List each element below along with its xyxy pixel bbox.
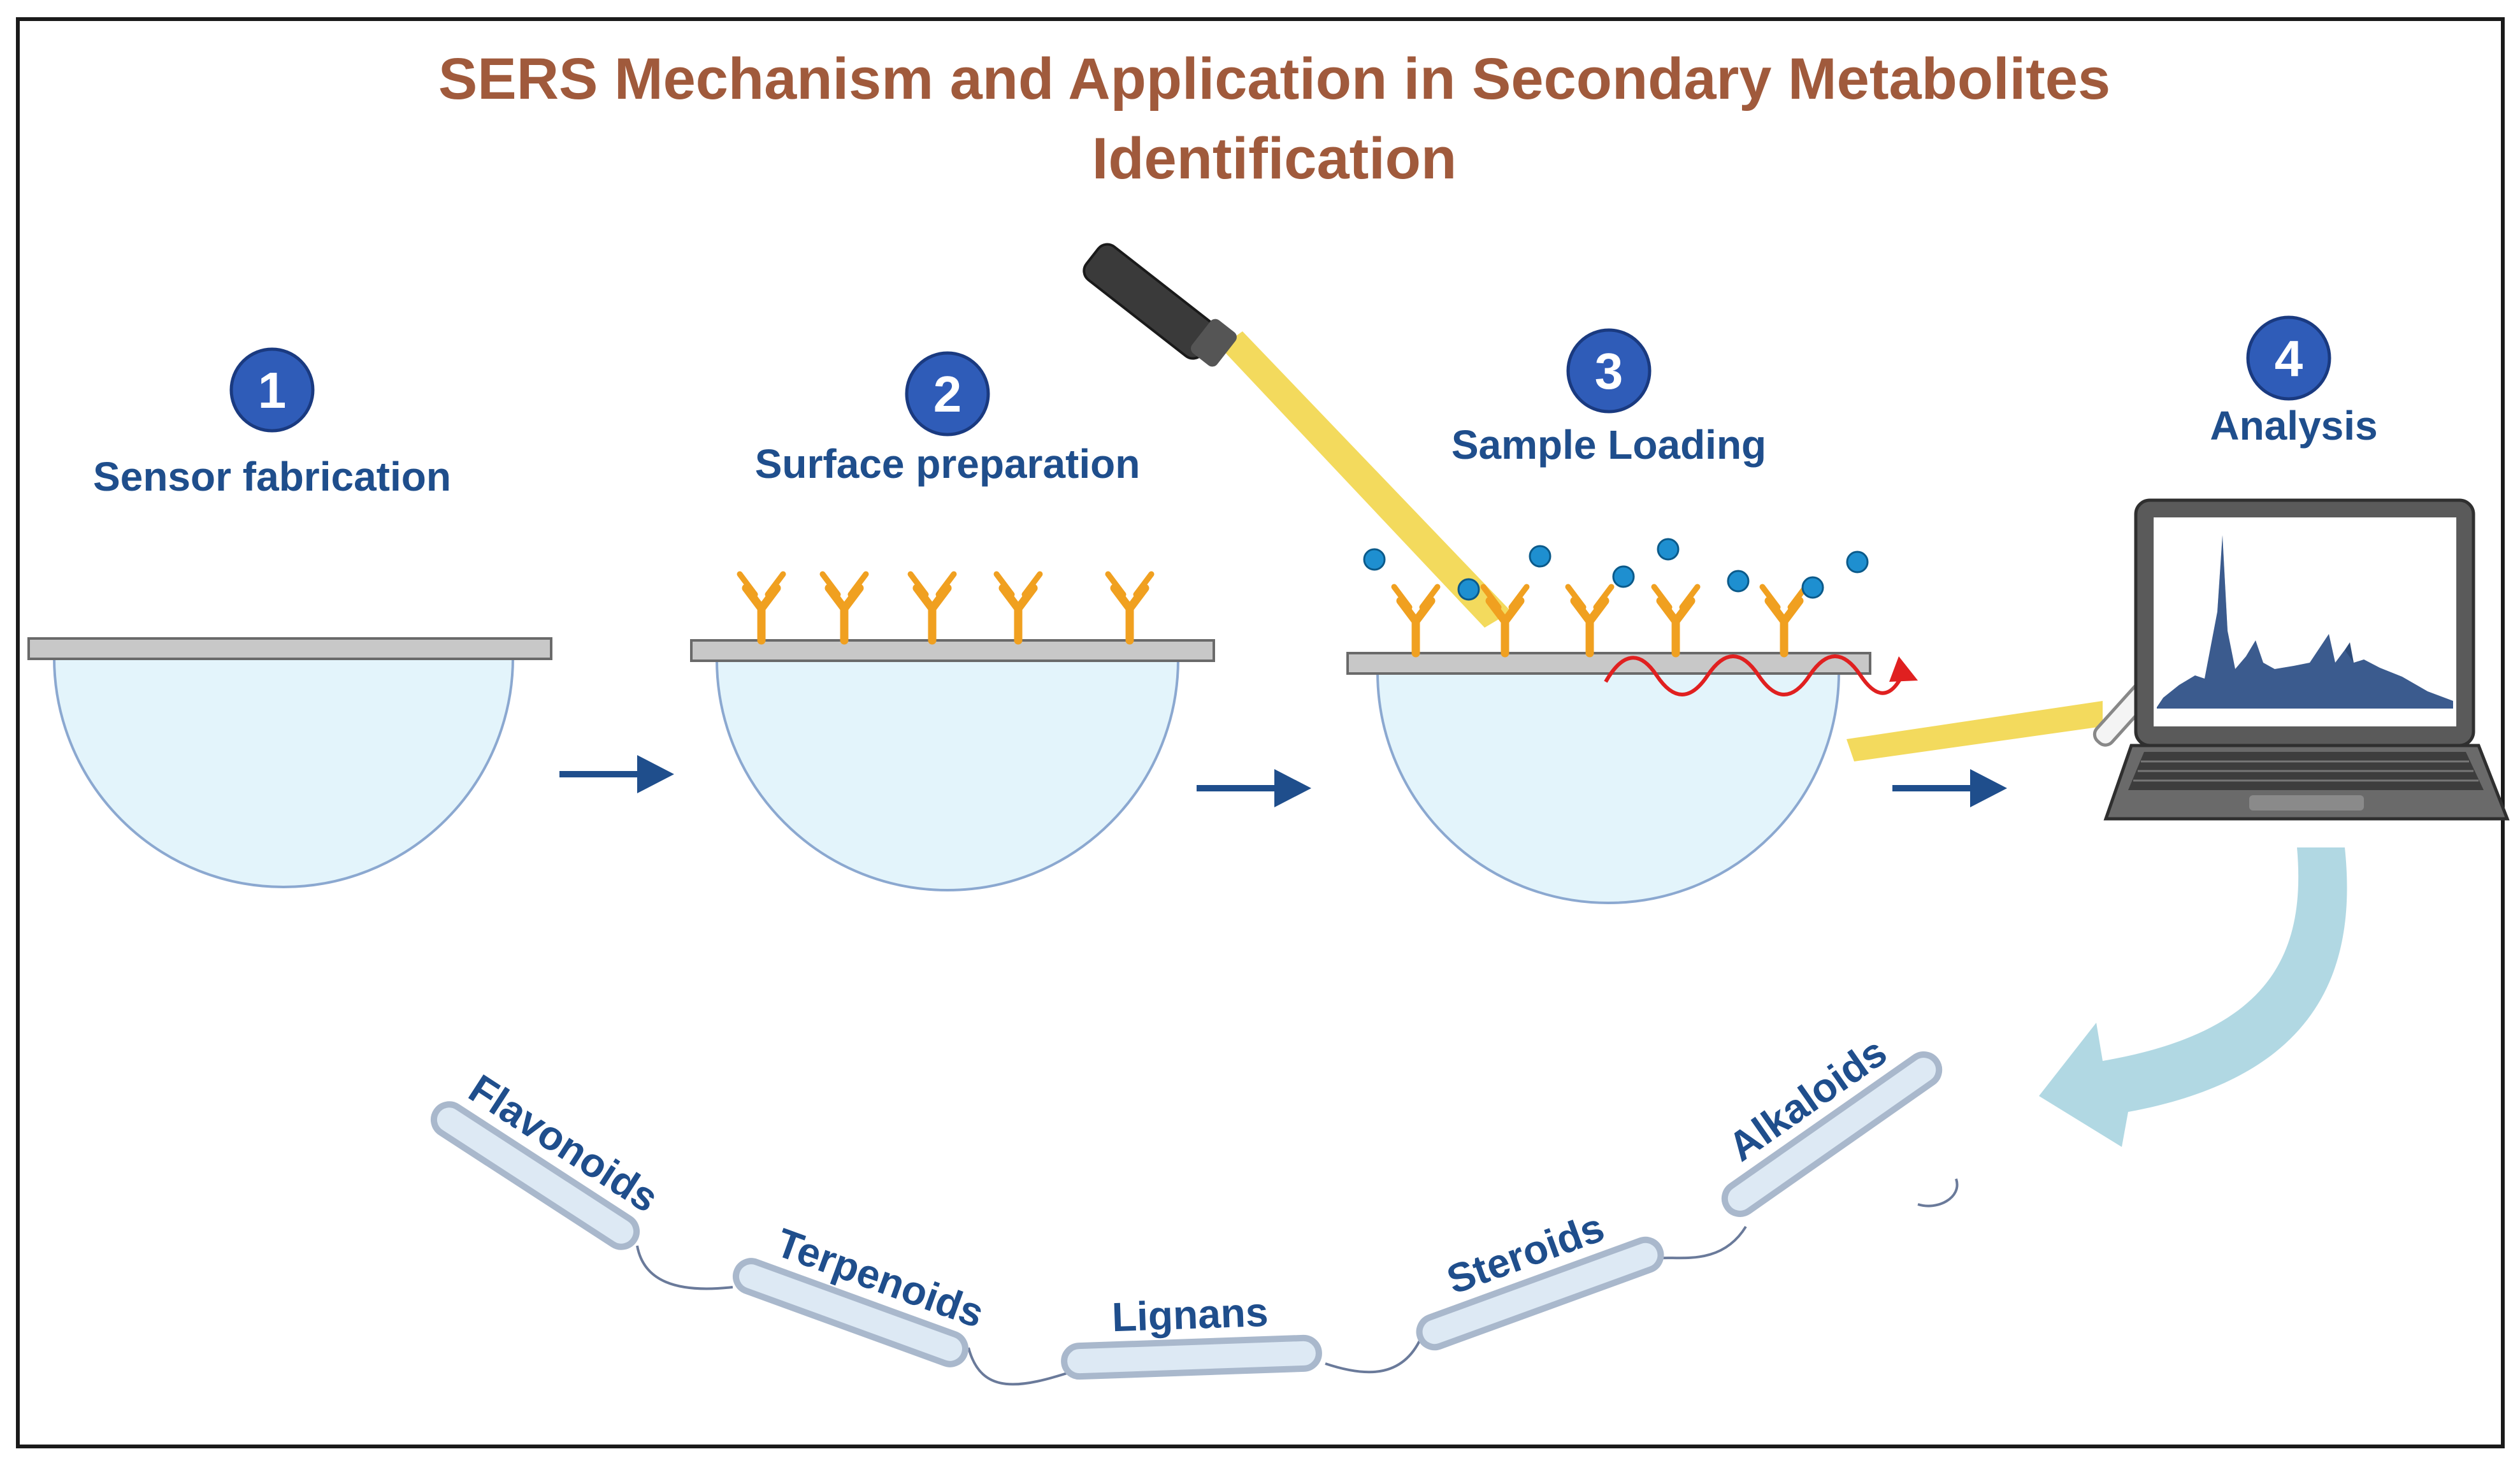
analyte-particle [1529, 545, 1552, 568]
step-4-badge [2246, 315, 2331, 401]
step-4-group: 4 Analysis [2103, 315, 2510, 821]
step-2-hemisphere [715, 658, 1180, 891]
step-1-group: 1 Sensor fabrication [27, 347, 552, 888]
laptop-icon [2103, 498, 2510, 821]
analyte-particle [1457, 578, 1480, 601]
spectrum-icon [2157, 535, 2453, 709]
analyte-particle [1363, 548, 1386, 571]
step-4-label: Analysis [2210, 403, 2377, 449]
flow-arrow-1 [559, 755, 674, 793]
step-1-badge [229, 347, 315, 433]
laser-probe-icon [1083, 243, 1237, 367]
analyte-particle [1657, 538, 1680, 561]
laser-beam [1220, 331, 1511, 628]
step-3-group: 3 Sample Loading [1083, 243, 1918, 904]
signal-wave [1604, 654, 1907, 696]
step-2-number: 2 [933, 366, 962, 422]
curved-arrow [2039, 847, 2347, 1147]
diagram-title-line1: SERS Mechanism and Application in Second… [438, 47, 2110, 112]
step-1-hemisphere [52, 656, 515, 888]
step-4-number: 4 [2275, 330, 2303, 387]
step-3-number: 3 [1595, 343, 1624, 400]
class-lignans: Lignans [1061, 1289, 1322, 1380]
step-1-sensor-chip [27, 637, 552, 660]
step-2-sensor-chip [690, 639, 1215, 662]
step-3-badge [1566, 328, 1652, 414]
step-3-hemisphere [1376, 671, 1841, 904]
chain-connector [636, 1178, 1959, 1386]
analyte-particle [1612, 565, 1635, 588]
analyte-particle [1727, 570, 1750, 593]
class-lignans-label: Lignans [1111, 1289, 1269, 1341]
step-1-number: 1 [258, 362, 287, 419]
flow-arrow-3 [1892, 769, 2007, 807]
flow-arrow-2 [1197, 769, 1311, 807]
analyte-particle [1801, 576, 1824, 599]
scattered-beam [1847, 701, 2103, 761]
analyte-particle [1846, 551, 1869, 573]
step-3-sensor-chip [1346, 652, 1871, 675]
step-2-group: 2 Surface preparation [690, 351, 1215, 891]
diagram-title-line2: Identification [1092, 126, 1457, 191]
step-3-label: Sample Loading [1451, 422, 1766, 468]
step-1-label: Sensor fabrication [93, 454, 451, 500]
step-2-label: Surface preparation [755, 441, 1141, 487]
step-2-badge [905, 351, 990, 436]
signal-wave-arrowhead [1889, 656, 1918, 682]
